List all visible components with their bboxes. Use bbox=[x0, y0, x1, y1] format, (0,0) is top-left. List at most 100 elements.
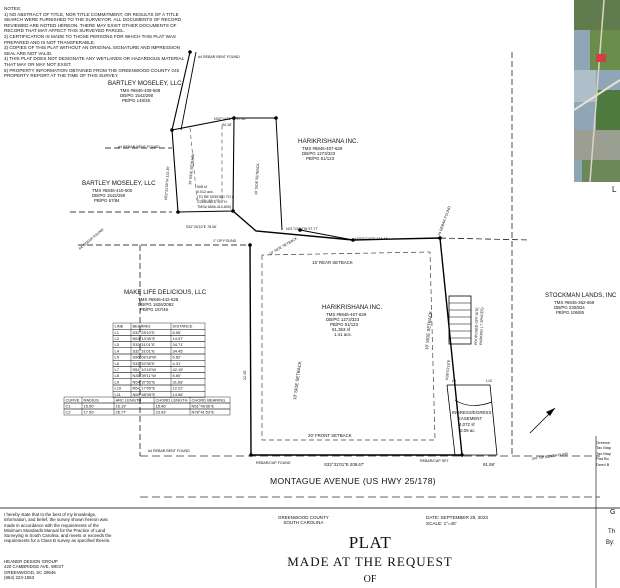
line-table-cell: 6.62' bbox=[173, 355, 182, 360]
date-block: DATE: SEPTEMBER 28, 2023 SCALE: 1"=40' bbox=[426, 515, 488, 526]
svg-text:TMS #6846-407-629: TMS #6846-407-629 bbox=[302, 146, 343, 151]
curve-table-cell: 26.77' bbox=[116, 409, 127, 414]
parking-label-2: PARKING ( 7 SPACES) bbox=[479, 307, 484, 345]
certification-text: I hereby state that to the best of my kn… bbox=[4, 512, 112, 544]
svg-text:INGRESS/EGRESS: INGRESS/EGRESS bbox=[452, 410, 491, 415]
svg-text:DB/PG 230/824: DB/PG 230/824 bbox=[554, 305, 585, 310]
line-table-cell: N50°48'05"E bbox=[133, 392, 156, 397]
line-table-row-4 bbox=[112, 347, 206, 355]
plat-title: PLAT bbox=[348, 533, 392, 552]
line-table-cell: 6.60' bbox=[173, 373, 182, 378]
parcel-note: 508 sf 0.012 acs. (TO BE DEEDED TO & COM… bbox=[197, 185, 235, 209]
line-table-row-1 bbox=[112, 329, 206, 336]
svg-text:0.09 ac.: 0.09 ac. bbox=[460, 428, 476, 433]
svg-text:PB/PG 51/123: PB/PG 51/123 bbox=[330, 322, 359, 327]
line-table-cell: S54°10'15"W bbox=[133, 367, 157, 372]
rear-setback-label: 15' REAR SETBACK bbox=[312, 260, 353, 265]
aerial-inset bbox=[573, 0, 620, 183]
line-table-cell: 34.45' bbox=[173, 348, 184, 353]
curve-table-cell: CHORD BEARING bbox=[192, 397, 226, 402]
right-cut-4: Plat Bo bbox=[596, 456, 609, 462]
curve-table-row-2 bbox=[63, 408, 231, 416]
side-setback-c: 10' SIDE SETBACK bbox=[269, 236, 299, 256]
curve-table-cell: 15.50' bbox=[84, 403, 95, 408]
svg-text:TMS #6846-442-628: TMS #6846-442-628 bbox=[138, 297, 179, 302]
line-table-row-7 bbox=[112, 366, 206, 373]
line-table-cell: S56°08'18"W bbox=[133, 355, 157, 360]
line-table-cell: 12.22' bbox=[173, 386, 184, 391]
survey-monuments bbox=[170, 50, 464, 457]
line-table-cell: L5 bbox=[115, 355, 120, 360]
plat-scale: SCALE: 1"=40' bbox=[426, 520, 457, 526]
curve-table-cell: C1 bbox=[66, 403, 72, 408]
line-table-cell: L6 bbox=[115, 361, 120, 366]
side-setback-right: 10' SIDE SETBACK bbox=[424, 311, 433, 350]
curve-table-cell: CURVE bbox=[66, 397, 80, 402]
line-table-cell: L3 bbox=[115, 342, 120, 347]
curve-table-cell: N51°49'36"E bbox=[192, 403, 215, 408]
line-table-cell: L9 bbox=[115, 379, 120, 384]
line-table-row-11 bbox=[112, 391, 206, 398]
monument-label-8: 3/4" OP BENT FOUND bbox=[532, 452, 569, 461]
svg-text:PB/PG 67/84: PB/PG 67/84 bbox=[94, 198, 120, 203]
monument-label-7: 1" OP FOUND bbox=[213, 239, 237, 243]
line-table-row-5 bbox=[112, 353, 206, 361]
right-cut-5: Deed B bbox=[596, 461, 610, 467]
firm-city: GREENWOOD, SC 29646 bbox=[4, 569, 56, 575]
monument-label-2: #4 REBAR BENT FOUND bbox=[118, 145, 160, 149]
monument-label-1: #4 REBAR BENT FOUND bbox=[198, 55, 240, 59]
curve-table-cell: C2 bbox=[66, 409, 72, 414]
svg-text:PB/PG 148/36: PB/PG 148/36 bbox=[122, 98, 151, 103]
corner-letter-b: Th bbox=[608, 529, 615, 535]
svg-text:(TO BE DEEDED TO &: (TO BE DEEDED TO & bbox=[197, 195, 235, 199]
svg-text:BARTLEY MOSELEY, LLC: BARTLEY MOSELEY, LLC bbox=[82, 180, 156, 187]
svg-text:MAKE LIFE DELICIOUS, LLC: MAKE LIFE DELICIOUS, LLC bbox=[124, 289, 207, 296]
line-table-cell: 14.97' bbox=[173, 336, 184, 341]
easement-outline bbox=[446, 384, 498, 456]
monument-label-4: #4 REBAR BENT FOUND bbox=[148, 449, 190, 453]
line-table-cell: 42.15' bbox=[173, 367, 184, 372]
line-table-cell: DISTANCE bbox=[173, 324, 193, 329]
note-1: 1) NO ABSTRACT OF TITLE, NOR TITLE COMMI… bbox=[4, 11, 183, 34]
firm-phone: (864) 223-1553 bbox=[4, 574, 35, 580]
owner-hari-main: HARIKRISHANA INC. TMS #6846-407-629 DB/P… bbox=[322, 304, 382, 337]
line-table-cell: S32°31'01"E bbox=[133, 342, 156, 347]
bearing-west-upper: N52°31'08"W 122.35' bbox=[164, 166, 170, 201]
svg-text:BARTLEY MOSELEY, LLC: BARTLEY MOSELEY, LLC bbox=[108, 80, 182, 87]
plat-subtitle: MADE AT THE REQUEST bbox=[287, 554, 453, 569]
svg-text:TMS #6846-407-629: TMS #6846-407-629 bbox=[326, 312, 367, 317]
svg-text:508 sf: 508 sf bbox=[197, 185, 207, 189]
mid-east-line bbox=[299, 229, 354, 241]
curve-table-cell: RADIUS bbox=[84, 397, 99, 402]
line-table-cell: N30°39'11"W bbox=[133, 373, 157, 378]
notes-block: NOTES: 1) NO ABSTRACT OF TITLE, NOR TITL… bbox=[4, 6, 192, 79]
firm-address: 420 CAMBRIDGE AVE. WEST bbox=[4, 564, 64, 570]
svg-text:COMBINED WITH: COMBINED WITH bbox=[197, 200, 227, 204]
monument-label-9: #4 REBAR FOUND bbox=[437, 205, 452, 236]
monument-label-3: #4 REBAR FOUND bbox=[78, 227, 105, 250]
line-table-cell: N54°37'52"E bbox=[133, 379, 156, 384]
county-block: GREENWOOD COUNTY SOUTH CAROLINA bbox=[278, 515, 329, 526]
easement-label: INGRESS/EGRESS EASEMENT 4,072 sf 0.09 ac… bbox=[452, 410, 491, 433]
line-table-row-3 bbox=[112, 341, 206, 349]
monument-label-5: REBAR/CAP SET bbox=[420, 459, 449, 463]
parking-label-1: PROPOSED OFF-SITE bbox=[474, 307, 479, 345]
bearing-mid-b: N35°07'47"E 124.44' bbox=[355, 237, 388, 241]
note-heading: NOTES: bbox=[4, 6, 22, 11]
svg-text:EASEMENT: EASEMENT bbox=[458, 416, 482, 421]
svg-text:DB/PG 1273/323: DB/PG 1273/323 bbox=[326, 317, 360, 322]
svg-text:PB/PG 157/46: PB/PG 157/46 bbox=[140, 307, 169, 312]
corner-letter-a: G bbox=[610, 509, 615, 516]
county-name: GREENWOOD COUNTY bbox=[278, 515, 329, 520]
owner-moseley-mid: BARTLEY MOSELEY, LLC TMS #6846-410-600 D… bbox=[82, 180, 156, 203]
curve-table-cell: ARC LENGTH bbox=[116, 397, 142, 402]
note-5: 5) PROPERTY INFORMATION OBTAINED FROM TH… bbox=[4, 67, 181, 79]
note-3: 3) COPIES OF THIS PLAT WITHOUT AN ORIGIN… bbox=[4, 45, 182, 56]
line-table-row-8 bbox=[112, 372, 206, 380]
right-cut-2: Tax Map bbox=[596, 445, 612, 451]
firm-block: HEANER DESIGN GROUP 420 CAMBRIDGE AVE. W… bbox=[4, 559, 112, 580]
monument-label-6: REBAR/CAP FOUND bbox=[256, 461, 291, 465]
plat-of: OF bbox=[363, 574, 377, 585]
curve-table-cell: 16.19' bbox=[116, 403, 127, 408]
